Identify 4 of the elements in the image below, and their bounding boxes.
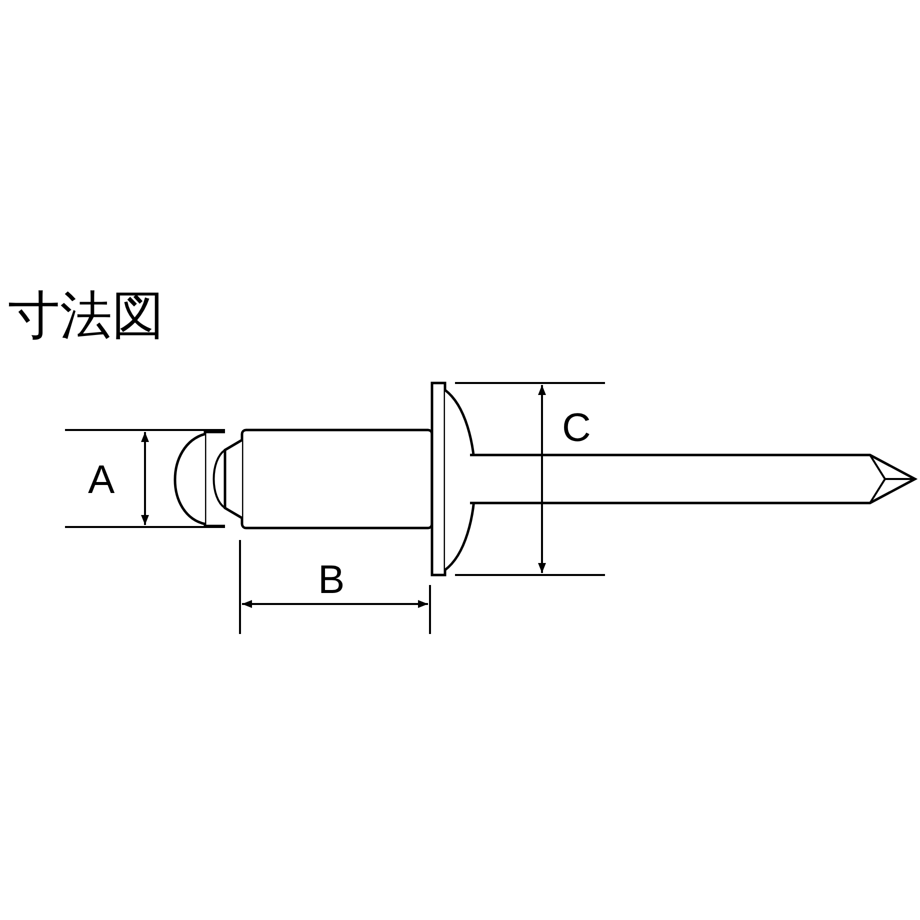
dimension-label: C bbox=[562, 408, 591, 448]
drawing-title: 寸法図 bbox=[8, 290, 164, 342]
dimension-label: A bbox=[88, 460, 115, 500]
dimension-label: B bbox=[318, 560, 345, 600]
